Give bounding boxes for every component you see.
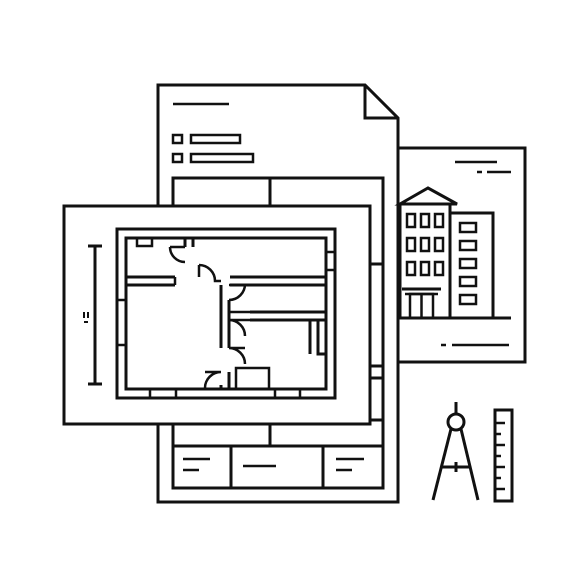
- window-mark: [273, 389, 302, 398]
- building-window: [419, 260, 431, 277]
- door-swing: [228, 310, 250, 337]
- door-swing: [173, 263, 221, 285]
- annex-body: [450, 211, 495, 318]
- door-swing: [168, 245, 186, 264]
- annex-window: [458, 221, 478, 234]
- document-bullet-square: [171, 133, 184, 145]
- outer-wall-inner: [124, 236, 328, 391]
- interior-wall: [126, 275, 175, 287]
- document-bullet-bar: [189, 133, 242, 145]
- connector-tab: [370, 262, 385, 368]
- building-icon: [394, 186, 458, 320]
- door-swing: [228, 283, 250, 302]
- door-swing: [228, 346, 247, 365]
- door-swing: [203, 370, 222, 389]
- compass-leg-left: [431, 428, 453, 501]
- compass-leg-right: [459, 428, 480, 501]
- interior-wall: [219, 372, 231, 389]
- compass-hinge: [446, 412, 466, 432]
- building-window: [405, 236, 417, 253]
- building-window: [419, 212, 431, 229]
- ruler-icon: [493, 408, 514, 503]
- window-mark: [117, 298, 126, 347]
- building-elevation-sheet: [394, 146, 527, 364]
- elevation-sheet-frame: [396, 146, 527, 364]
- document-bullet-bar: [189, 152, 255, 164]
- building-window: [405, 260, 417, 277]
- document-fold-corner: [363, 85, 398, 120]
- fixture-sink: [135, 236, 154, 248]
- floor-plan-sheet: [62, 204, 372, 426]
- window-mark: [148, 389, 178, 398]
- annex-window: [458, 293, 478, 306]
- window-mark: [326, 250, 335, 272]
- fixture-bathtub: [234, 366, 271, 391]
- compass-icon: [431, 402, 480, 501]
- annex-window: [458, 275, 478, 288]
- annex-window: [458, 239, 478, 252]
- interior-wall: [308, 320, 326, 356]
- building-icon: [450, 211, 495, 318]
- sheet-connectors: [370, 262, 385, 422]
- floor-plan: [115, 227, 337, 400]
- building-window: [405, 212, 417, 229]
- dimension-marker: [83, 244, 102, 386]
- building-window: [433, 236, 445, 253]
- outer-wall-outer: [115, 227, 337, 400]
- building-window: [419, 236, 431, 253]
- building-window: [433, 212, 445, 229]
- building-window: [433, 260, 445, 277]
- interior-wall: [219, 285, 231, 348]
- interior-wall: [183, 238, 195, 247]
- annex-window: [458, 257, 478, 270]
- document-bullet-square: [171, 152, 184, 164]
- connector-tab: [370, 376, 385, 422]
- interior-wall: [250, 310, 326, 322]
